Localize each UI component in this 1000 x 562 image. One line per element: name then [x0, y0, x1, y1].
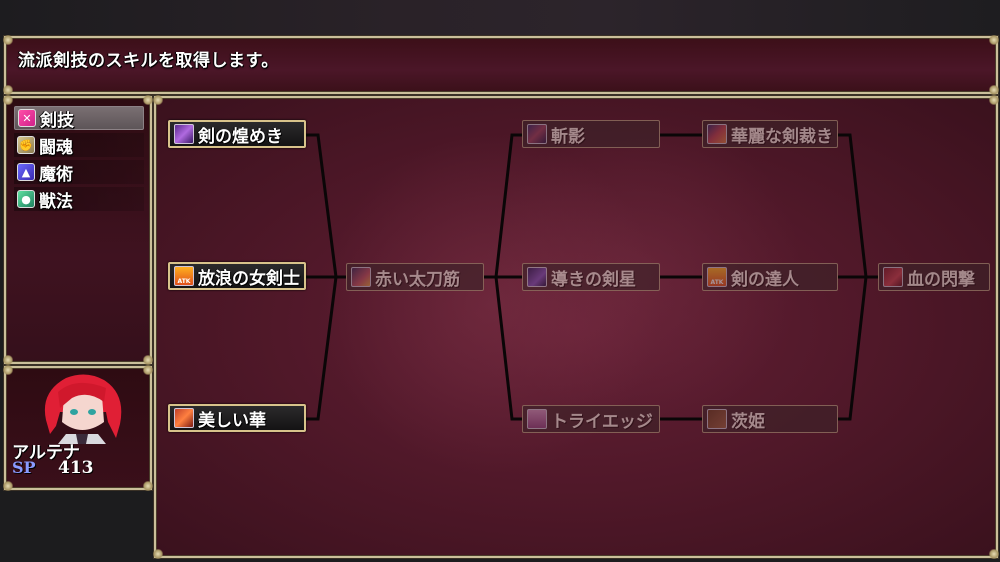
corner-ornament	[143, 481, 153, 491]
corner-ornament	[3, 355, 13, 365]
skill-label: 斬影	[551, 126, 585, 147]
category-item-swordcraft[interactable]: ✕ 剣技	[14, 106, 144, 131]
corner-ornament	[3, 365, 13, 375]
star-sword-icon	[527, 267, 547, 287]
skill-node-thorn-princess[interactable]: 茨姫	[702, 405, 838, 433]
skill-label: 剣の達人	[731, 269, 799, 290]
skill-tree-connectors	[306, 133, 878, 421]
skill-node-sword-master[interactable]: 剣の達人	[702, 263, 838, 291]
corner-ornament	[989, 95, 999, 105]
corner-ornament	[143, 365, 153, 375]
actor-status-window: アルテナ SP 413	[3, 365, 153, 491]
help-message: 流派剣技のスキルを取得します。	[18, 51, 279, 71]
skill-label: 放浪の女剣士	[198, 268, 300, 289]
elegant-sword-icon	[707, 124, 727, 144]
sp-label: SP	[12, 458, 36, 477]
flower-burst-icon	[174, 408, 194, 428]
corner-ornament	[3, 85, 13, 95]
skill-label: 茨姫	[731, 411, 765, 432]
skill-node-elegant-swordplay[interactable]: 華麗な剣裁き	[702, 120, 838, 148]
sword-glint-icon	[174, 124, 194, 144]
corner-ornament	[143, 355, 153, 365]
skill-node-sword-glint[interactable]: 剣の煌めき	[168, 120, 306, 148]
category-item-magic[interactable]: ▲ 魔術	[14, 160, 144, 185]
actor-name: アルテナ	[12, 443, 80, 463]
thorn-icon	[707, 409, 727, 429]
corner-ornament	[989, 35, 999, 45]
category-item-fighting-spirit[interactable]: ✊ 闘魂	[14, 133, 144, 158]
background-top	[0, 0, 1000, 36]
corner-ornament	[989, 85, 999, 95]
skill-label: 華麗な剣裁き	[731, 126, 833, 147]
category-label: 獣法	[39, 191, 73, 212]
blood-strike-icon	[883, 267, 903, 287]
atk-up-icon	[174, 266, 194, 286]
category-item-beast-arts[interactable]: ● 獣法	[14, 187, 144, 212]
corner-ornament	[143, 95, 153, 105]
skill-label: 導きの剣星	[551, 269, 636, 290]
category-label: 剣技	[40, 110, 74, 131]
help-window: 流派剣技のスキルを取得します。	[3, 35, 999, 95]
sword-icon: ✕	[18, 109, 36, 127]
fist-icon: ✊	[17, 136, 35, 154]
tri-edge-icon	[527, 409, 547, 429]
skill-label: 剣の煌めき	[198, 126, 283, 147]
red-slash-icon	[351, 267, 371, 287]
skill-tree-window: 剣の煌めき 放浪の女剣士 美しい華 赤い太刀筋 斬影 導きの剣星 トライエッジ …	[153, 95, 999, 559]
corner-ornament	[153, 549, 163, 559]
shadow-slash-icon	[527, 124, 547, 144]
skill-node-blood-flash[interactable]: 血の閃撃	[878, 263, 990, 291]
skill-node-beautiful-flower[interactable]: 美しい華	[168, 404, 306, 432]
skill-label: 美しい華	[198, 410, 266, 431]
actor-portrait	[44, 374, 122, 444]
skill-node-wandering-swordswoman[interactable]: 放浪の女剣士	[168, 262, 306, 290]
skill-label: 赤い太刀筋	[375, 269, 460, 290]
category-window: ✕ 剣技 ✊ 闘魂 ▲ 魔術 ● 獣法	[3, 95, 153, 365]
corner-ornament	[3, 35, 13, 45]
atk-up-icon	[707, 267, 727, 287]
sp-value: 413	[58, 458, 94, 478]
corner-ornament	[3, 95, 13, 105]
corner-ornament	[989, 549, 999, 559]
corner-ornament	[153, 95, 163, 105]
category-label: 魔術	[39, 164, 73, 185]
skill-node-guiding-sword-star[interactable]: 導きの剣星	[522, 263, 660, 291]
skill-node-shadow-slash[interactable]: 斬影	[522, 120, 660, 148]
beast-icon: ●	[17, 190, 35, 208]
category-label: 闘魂	[39, 137, 73, 158]
skill-node-red-sword-stroke[interactable]: 赤い太刀筋	[346, 263, 484, 291]
corner-ornament	[3, 481, 13, 491]
skill-label: 血の閃撃	[907, 269, 975, 290]
wizard-hat-icon: ▲	[17, 163, 35, 181]
skill-node-tri-edge[interactable]: トライエッジ	[522, 405, 660, 433]
skill-label: トライエッジ	[551, 411, 653, 432]
